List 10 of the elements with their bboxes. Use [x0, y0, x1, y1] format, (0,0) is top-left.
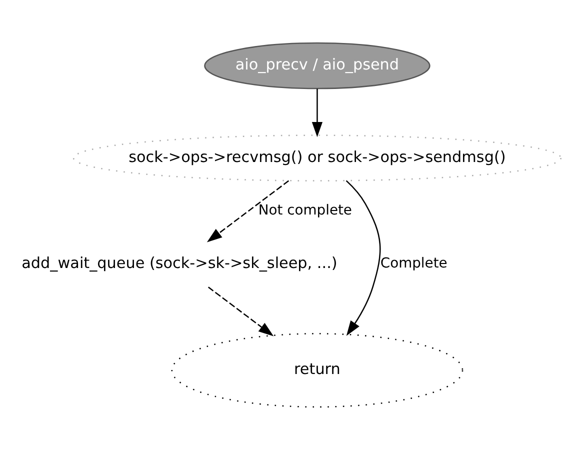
node-ellipse: return: [171, 332, 464, 408]
node-text: add_wait_queue (sock->sk->sk_sleep, ...): [22, 254, 338, 272]
edge-label: Complete: [380, 255, 448, 272]
edge-label: Not complete: [258, 202, 352, 218]
arrow: [312, 88, 323, 137]
node-ellipse: sock->ops->recvmsg() or sock->ops->sendmsg(): [72, 134, 562, 181]
arrow: [346, 180, 381, 336]
arrow: [208, 286, 274, 336]
node-ellipse: aio_precv / aio_psend: [204, 42, 430, 89]
arrow: [206, 180, 290, 242]
